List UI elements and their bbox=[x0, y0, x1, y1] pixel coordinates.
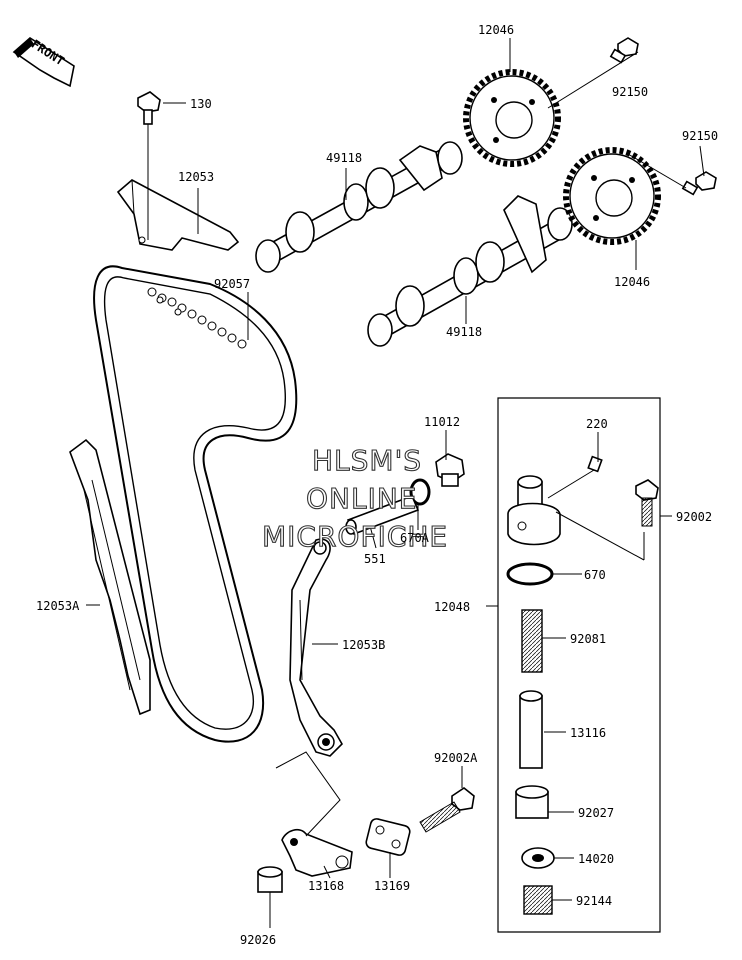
watermark-line-1: HLSM'S bbox=[312, 444, 422, 477]
part-label-92027: 92027 bbox=[578, 806, 614, 820]
collar-92026 bbox=[257, 866, 283, 893]
bolt-92002 bbox=[635, 479, 659, 527]
lever-13168 bbox=[275, 751, 353, 877]
push-rod-13116 bbox=[519, 690, 543, 769]
part-label-92081: 92081 bbox=[570, 632, 606, 646]
part-label-92002a: 92002A bbox=[434, 751, 478, 765]
part-label-49118-bottom: 49118 bbox=[446, 325, 482, 339]
chain-guide-12053b bbox=[289, 538, 343, 757]
part-label-13169: 13169 bbox=[374, 879, 410, 893]
camshaft-top bbox=[255, 141, 463, 273]
chain-guide-top bbox=[116, 179, 240, 251]
leader-lines bbox=[86, 38, 705, 928]
part-label-13168: 13168 bbox=[308, 879, 344, 893]
o-ring-670a bbox=[409, 478, 431, 506]
timing-chain bbox=[93, 265, 298, 743]
watermark-line-2: ONLINE bbox=[306, 482, 417, 515]
camshaft-bottom bbox=[367, 195, 573, 347]
tensioner-body-12048 bbox=[507, 475, 645, 561]
part-label-12053b: 12053B bbox=[342, 638, 385, 652]
part-label-12053: 12053 bbox=[178, 170, 214, 184]
part-label-130: 130 bbox=[190, 97, 212, 111]
collar-92027 bbox=[515, 785, 549, 819]
bolt-92150-right bbox=[681, 171, 717, 196]
tensioner-box bbox=[486, 397, 661, 933]
part-label-12046-right: 12046 bbox=[614, 275, 650, 289]
part-label-92026: 92026 bbox=[240, 933, 276, 947]
chain-guide-12053a bbox=[69, 438, 151, 716]
part-label-92150-top: 92150 bbox=[612, 85, 648, 99]
bolt-92002a bbox=[419, 787, 475, 833]
part-label-220: 220 bbox=[586, 417, 608, 431]
part-label-670a: 670A bbox=[400, 531, 430, 545]
cam-sprocket-right bbox=[563, 147, 661, 245]
nut-14020 bbox=[521, 847, 555, 869]
front-arrow-icon: FRONT bbox=[12, 37, 75, 88]
part-label-49118-top: 49118 bbox=[326, 151, 362, 165]
bolt-92150-top bbox=[609, 37, 639, 64]
part-label-670: 670 bbox=[584, 568, 606, 582]
part-label-13116: 13116 bbox=[570, 726, 606, 740]
part-label-551: 551 bbox=[364, 552, 386, 566]
spring-92081 bbox=[521, 609, 543, 673]
part-label-12053a: 12053A bbox=[36, 599, 80, 613]
part-label-92057: 92057 bbox=[214, 277, 250, 291]
o-ring-670 bbox=[506, 562, 554, 586]
part-label-92150-right: 92150 bbox=[682, 129, 718, 143]
spring-92144 bbox=[523, 885, 553, 915]
bolt-130 bbox=[137, 91, 161, 240]
part-label-92144: 92144 bbox=[576, 894, 612, 908]
part-label-14020: 14020 bbox=[578, 852, 614, 866]
plate-13169 bbox=[365, 818, 411, 856]
cam-sprocket-top bbox=[463, 69, 561, 167]
cap-bolt-11012 bbox=[435, 453, 465, 487]
part-labels: 12046 92150 130 49118 92150 12053 92057 … bbox=[36, 23, 718, 947]
watermark: HLSM'S ONLINE MICROFICHE bbox=[261, 443, 448, 553]
part-label-92002: 92002 bbox=[676, 510, 712, 524]
part-label-12048: 12048 bbox=[434, 600, 470, 614]
part-label-12046-top: 12046 bbox=[478, 23, 514, 37]
watermark-line-3: MICROFICHE bbox=[262, 520, 448, 553]
part-label-11012: 11012 bbox=[424, 415, 460, 429]
screw-220 bbox=[547, 455, 603, 499]
